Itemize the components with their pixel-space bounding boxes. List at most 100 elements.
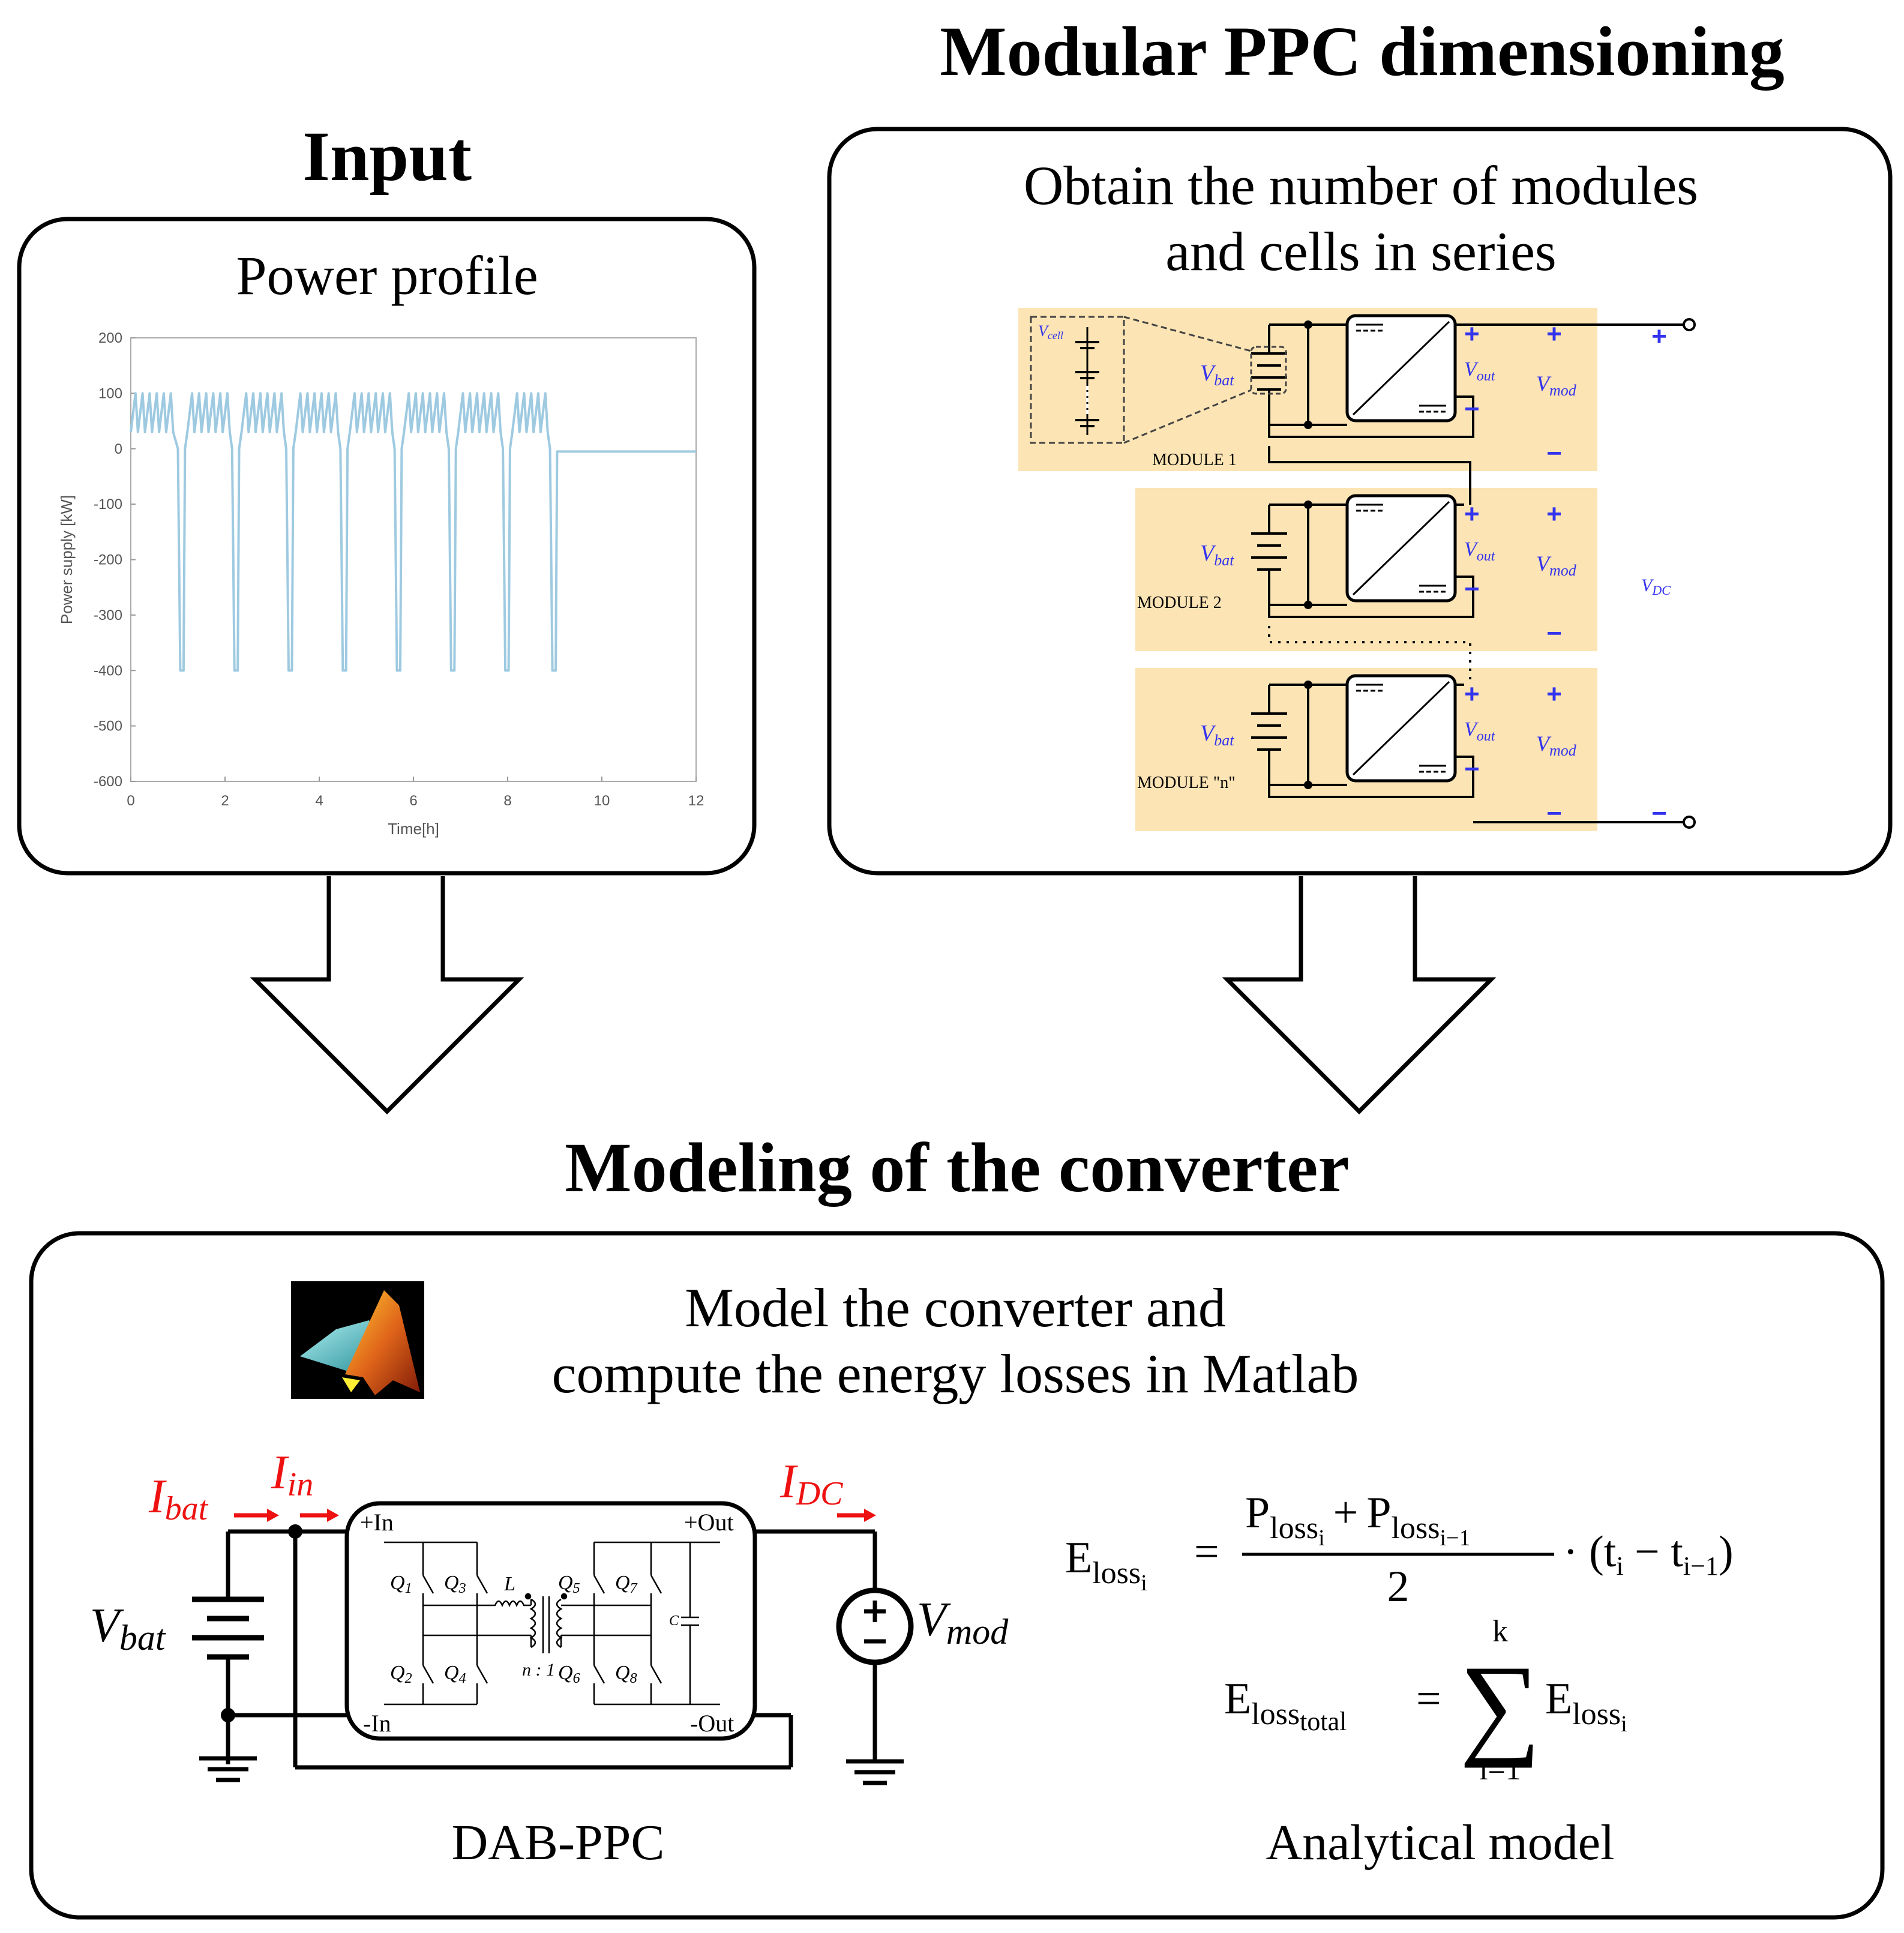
analytical-model-equations: Elossi = Plossi+Plossi−1 2 · (ti − ti−1)… xyxy=(1065,1488,1734,1871)
module-label: MODULE "n" xyxy=(1137,774,1236,792)
modeling-line-2: compute the energy losses in Matlab xyxy=(552,1343,1359,1404)
x-tick-label: 2 xyxy=(221,793,229,809)
y-tick-label: -100 xyxy=(94,496,122,513)
eq1-denominator: 2 xyxy=(1387,1562,1410,1611)
junction-dot xyxy=(1304,601,1312,609)
vout-label: Vout xyxy=(1464,718,1496,744)
ratio-label: n : 1 xyxy=(522,1660,555,1680)
heading-input: Input xyxy=(302,117,472,196)
vdc-plus-terminal xyxy=(1683,318,1696,331)
modeling-line-1: Model the converter and xyxy=(685,1277,1226,1338)
y-tick-label: 0 xyxy=(115,441,122,457)
eq2-equals: = xyxy=(1416,1674,1441,1724)
q8-label: Q8 xyxy=(615,1662,637,1686)
junction-dot xyxy=(1304,681,1312,689)
inset-border xyxy=(1030,316,1125,444)
idc-label: IDC xyxy=(779,1455,843,1512)
arrow-input-to-modeling xyxy=(250,876,524,1114)
q4-label: Q4 xyxy=(444,1662,466,1686)
dab-ppc-circuit xyxy=(192,1501,914,1785)
circuit-labels: Ibat Iin IDC Vbat Vmod +In -In +Out -Out… xyxy=(90,1446,1009,1871)
vmod-minus: − xyxy=(1546,799,1562,828)
minus-in-label: -In xyxy=(363,1710,391,1737)
vcell-label: Vcell xyxy=(1038,322,1063,341)
heading-modeling: Modeling of the converter xyxy=(565,1128,1349,1207)
eq1-numerator: Plossi+Plossi−1 xyxy=(1245,1488,1470,1551)
vmod-label: Vmod xyxy=(1536,732,1577,759)
vmod-minus: − xyxy=(1546,619,1562,648)
wire xyxy=(1268,576,1474,618)
vout-plus: + xyxy=(1464,679,1480,709)
eq2-rhs: Elossi xyxy=(1545,1674,1627,1737)
vdc-label: VDC xyxy=(1641,576,1671,598)
y-tick-label: -400 xyxy=(94,663,122,679)
dab-ppc-caption: DAB-PPC xyxy=(452,1815,665,1871)
vdc-plus: + xyxy=(1651,322,1667,351)
converter-diagonal xyxy=(1352,681,1450,776)
iin-label: Iin xyxy=(271,1446,313,1503)
vmod-minus: − xyxy=(1546,439,1562,468)
y-tick-label: -200 xyxy=(94,552,122,568)
q3-label: Q3 xyxy=(444,1572,466,1596)
eq1-time: · (ti − ti−1) xyxy=(1563,1527,1734,1581)
cap-label: C xyxy=(669,1613,679,1629)
sum-top: k xyxy=(1492,1614,1508,1649)
wire xyxy=(1268,395,1474,438)
q2-label: Q2 xyxy=(390,1662,412,1686)
y-axis-label: Power supply [kW] xyxy=(58,495,76,624)
inset-focus xyxy=(1250,346,1287,395)
analytical-model-caption: Analytical model xyxy=(1266,1815,1615,1871)
junction-dot xyxy=(1304,421,1312,429)
vbat-label: Vbat xyxy=(1200,541,1234,569)
vmod-label: Vmod xyxy=(1536,371,1577,399)
x-tick-label: 12 xyxy=(688,793,704,809)
vout-minus: − xyxy=(1464,754,1480,784)
vmod-plus: + xyxy=(1546,679,1562,709)
vout-label: Vout xyxy=(1464,538,1496,564)
dimensioning-box xyxy=(827,127,1893,876)
ibat-label: Ibat xyxy=(148,1470,209,1527)
vout-plus: + xyxy=(1464,499,1480,529)
vbat-label: Vbat xyxy=(1200,721,1234,749)
wire xyxy=(1268,756,1474,798)
inset-zoom-lines xyxy=(1123,316,1252,444)
q5-label: Q5 xyxy=(558,1572,580,1596)
y-tick-label: 100 xyxy=(98,385,122,401)
x-tick-label: 0 xyxy=(127,793,134,809)
dimensioning-line-1: Obtain the number of modules xyxy=(1024,155,1698,216)
vout-minus: − xyxy=(1464,574,1480,604)
input-box xyxy=(17,217,757,876)
plus-out-label: +Out xyxy=(684,1509,734,1536)
power-profile-line xyxy=(130,392,696,672)
y-tick-label: -500 xyxy=(94,718,122,735)
inductor-label: L xyxy=(503,1573,515,1595)
x-tick-label: 10 xyxy=(594,793,610,809)
arrow-dimensioning-to-modeling xyxy=(1222,876,1497,1114)
vdc-minus: − xyxy=(1651,799,1667,828)
x-tick-label: 8 xyxy=(503,793,511,809)
plus-in-label: +In xyxy=(360,1509,394,1536)
junction-dot xyxy=(1304,320,1312,329)
junction-dot xyxy=(1304,781,1312,789)
vbat-label: Vbat xyxy=(1200,361,1234,389)
power-profile-title: Power profile xyxy=(236,245,538,306)
converter-diagonal xyxy=(1352,501,1450,596)
matlab-logo-icon xyxy=(291,1281,424,1399)
q6-label: Q6 xyxy=(558,1662,580,1686)
vbat-label: Vbat xyxy=(90,1599,166,1658)
heading-dimensioning: Modular PPC dimensioning xyxy=(940,12,1784,91)
module-label: MODULE 2 xyxy=(1137,594,1222,612)
x-tick-label: 6 xyxy=(409,793,417,809)
eq1-lhs: Elossi xyxy=(1065,1533,1147,1596)
minus-out-label: -Out xyxy=(690,1710,734,1737)
dimensioning-line-2: and cells in series xyxy=(1165,221,1556,282)
junction-dot xyxy=(1304,501,1312,509)
module-3: Vbat Vout + − + Vmod − MODULE "n" xyxy=(1135,668,1597,831)
x-axis-label: Time[h] xyxy=(388,820,439,838)
y-tick-label: -300 xyxy=(94,607,122,624)
vout-minus: − xyxy=(1464,394,1480,424)
module-label: MODULE 1 xyxy=(1152,451,1237,469)
q1-label: Q1 xyxy=(390,1572,412,1596)
